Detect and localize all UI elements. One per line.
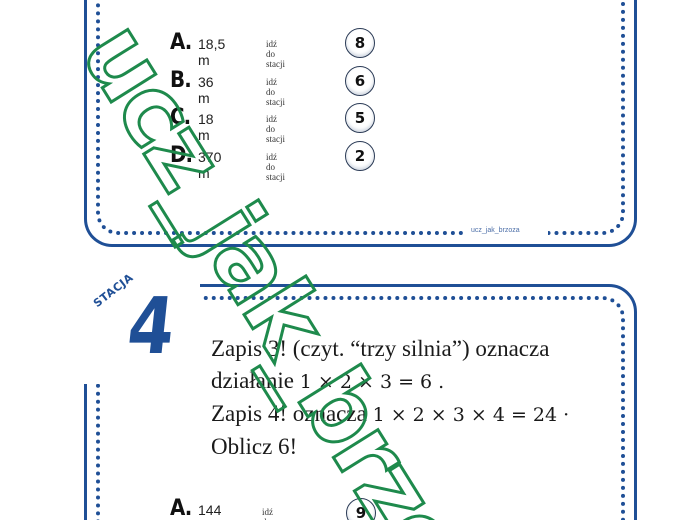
station-number-badge: 8 <box>345 28 375 58</box>
question-line-2-math: 1 × 2 × 3 = 6 . <box>299 371 445 393</box>
station-number-badge: 9 <box>346 498 376 520</box>
answer-letter: C. <box>170 105 191 130</box>
goto-station-label: idź do stacji <box>266 152 285 182</box>
dotted-inner-border <box>96 0 625 235</box>
question-line-3-math: 1 × 2 × 3 × 4 = 24 · <box>372 404 570 426</box>
goto-station-label: idź do stacji <box>266 39 285 69</box>
station-number-badge: 2 <box>345 141 375 171</box>
answer-value: 18 m <box>198 111 214 143</box>
answer-letter: A. <box>170 30 192 55</box>
dotted-inner-border <box>96 296 625 520</box>
goto-station-label: idź do stacji <box>262 507 273 520</box>
question-line-2-text: działanie <box>211 368 300 393</box>
question-line-3: Zapis 4! oznacza 1 × 2 × 3 × 4 = 24 · <box>211 398 611 431</box>
question-line-4: Oblicz 6! <box>211 434 298 459</box>
goto-station-label: idź do stacji <box>266 114 285 144</box>
answer-letter: D. <box>170 143 193 168</box>
badge-gap <box>80 278 200 384</box>
answer-letter: A. <box>170 496 192 520</box>
station-number-badge: 5 <box>345 103 375 133</box>
question-line-2: działanie 1 × 2 × 3 = 6 . <box>211 365 611 398</box>
question-line-3-text: Zapis 4! oznacza <box>211 401 373 426</box>
question-line-1: Zapis 3! (czyt. “trzy silnia”) oznacza <box>211 336 550 361</box>
goto-station-label: idź do stacji <box>266 77 285 107</box>
credit-gap <box>466 226 548 240</box>
answer-value: 18,5 m <box>198 36 226 68</box>
station-card-4 <box>84 284 637 520</box>
answer-value: 370 m <box>198 149 222 181</box>
answer-letter: B. <box>170 68 192 93</box>
station-card-top <box>84 0 637 247</box>
credit-text: ucz_jak_brzoza <box>471 227 520 234</box>
station-number: 4 <box>123 282 179 372</box>
answer-value: 144 <box>198 502 222 518</box>
station-number-badge: 6 <box>345 66 375 96</box>
question-text: Zapis 3! (czyt. “trzy silnia”) oznacza d… <box>211 333 611 463</box>
answer-value: 36 m <box>198 74 214 106</box>
